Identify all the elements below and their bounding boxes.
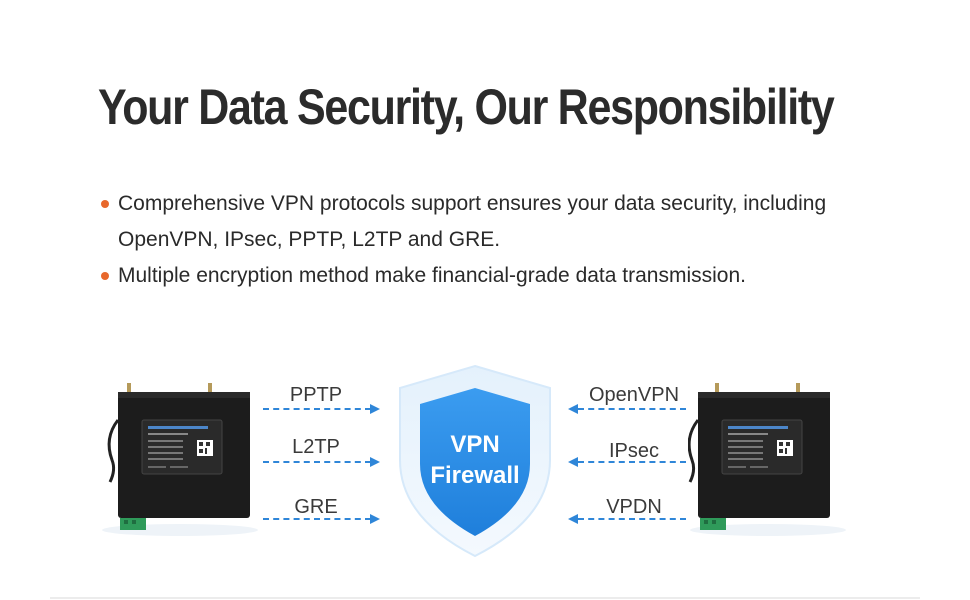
protocol-label-pptp: PPTP <box>289 384 343 406</box>
protocol-label-l2tp: L2TP <box>292 436 340 458</box>
protocol-label-ipsec: IPsec <box>608 440 660 462</box>
bottom-divider <box>50 597 920 599</box>
arrow-left-icon <box>568 404 578 414</box>
list-item: Multiple encryption method make financia… <box>100 258 900 294</box>
arrow-left-icon <box>568 514 578 524</box>
shield-label-firewall: Firewall <box>430 462 520 489</box>
connector-line <box>263 408 371 410</box>
connector-line <box>578 408 686 410</box>
shield-label-vpn: VPN <box>450 431 500 458</box>
protocol-label-openvpn: OpenVPN <box>588 384 680 406</box>
page-title: Your Data Security, Our Responsibility <box>98 79 835 135</box>
connector-line <box>263 518 371 520</box>
router-right-image <box>688 383 846 536</box>
list-item: Comprehensive VPN protocols support ensu… <box>100 186 900 258</box>
shield-icon <box>399 364 551 558</box>
connector-line <box>578 518 686 520</box>
protocol-label-vpdn: VPDN <box>606 496 662 518</box>
protocol-label-gre: GRE <box>294 496 338 518</box>
feature-list: Comprehensive VPN protocols support ensu… <box>100 186 900 294</box>
bullet-dot-icon <box>101 272 109 280</box>
arrow-right-icon <box>370 514 380 524</box>
connector-line <box>263 461 371 463</box>
bullet-dot-icon <box>101 200 109 208</box>
arrow-right-icon <box>370 457 380 467</box>
arrow-left-icon <box>568 457 578 467</box>
connector-line <box>578 461 686 463</box>
arrow-right-icon <box>370 404 380 414</box>
bullet-text: Multiple encryption method make financia… <box>118 264 746 287</box>
bullet-text: Comprehensive VPN protocols support ensu… <box>118 192 827 251</box>
router-left-image <box>102 383 258 536</box>
